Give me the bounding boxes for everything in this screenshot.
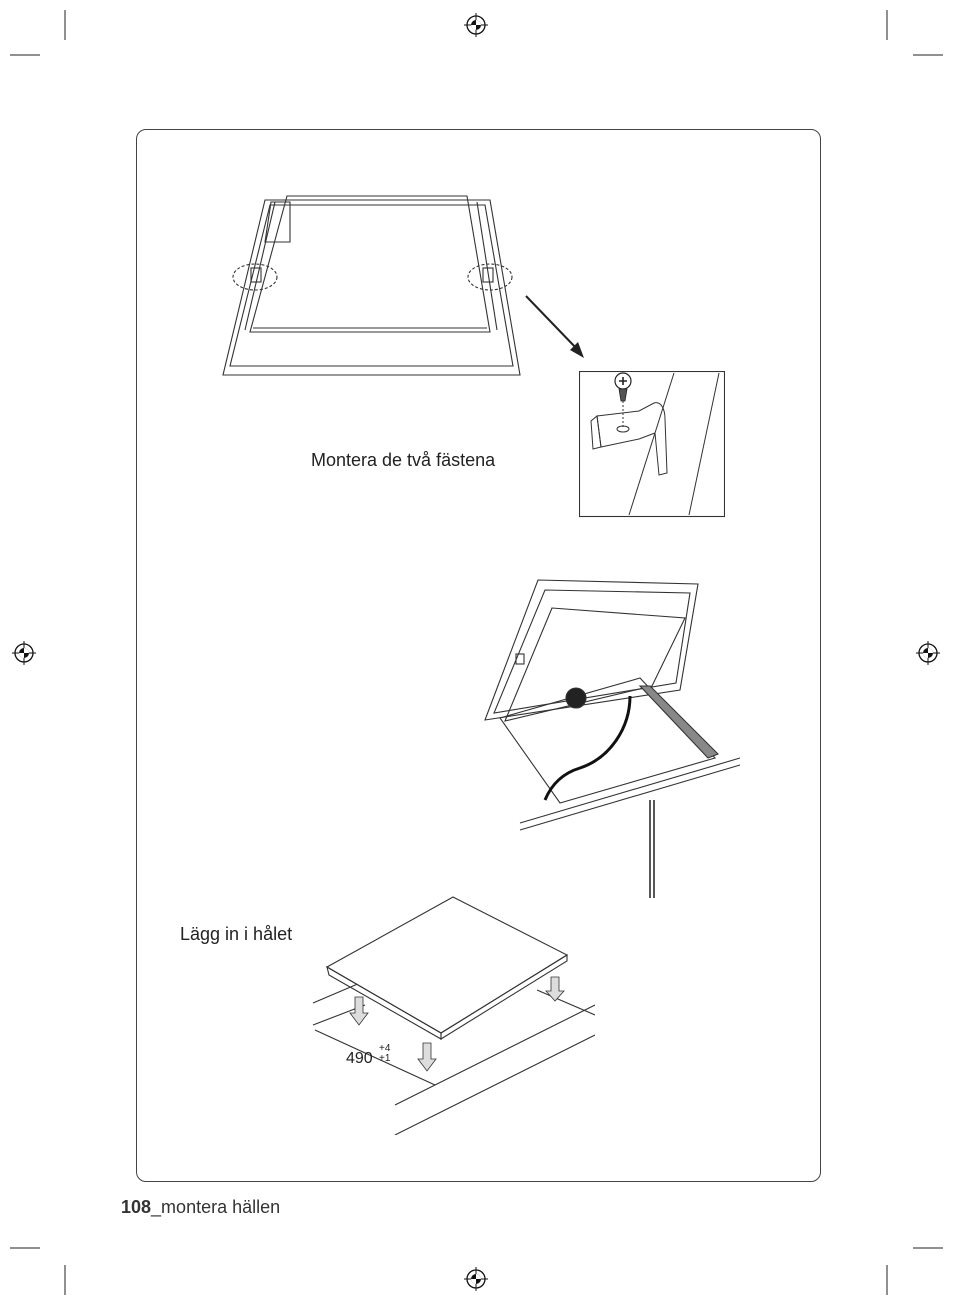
page-number: 108 [121,1197,151,1217]
registration-mark-icon [12,641,36,665]
step1-caption: Montera de två fästena [311,450,495,471]
cable-routing-illustration [480,578,750,903]
dimension-label: 490 +4 +1 [346,1050,373,1068]
registration-mark-icon [916,641,940,665]
registration-mark-icon [464,1267,488,1291]
arrow-down-icon [522,292,592,364]
page-footer: 108_montera hällen [121,1197,280,1218]
dimension-value: 490 [346,1050,373,1067]
bracket-detail-box [579,371,725,518]
hob-underside-illustration [215,190,535,385]
section-title: _montera hällen [151,1197,280,1217]
registration-mark-icon [464,13,488,37]
step3-caption: Lägg in i hålet [180,924,292,945]
dimension-tolerance: +4 +1 [379,1044,390,1064]
insert-hob-illustration [305,895,595,1135]
